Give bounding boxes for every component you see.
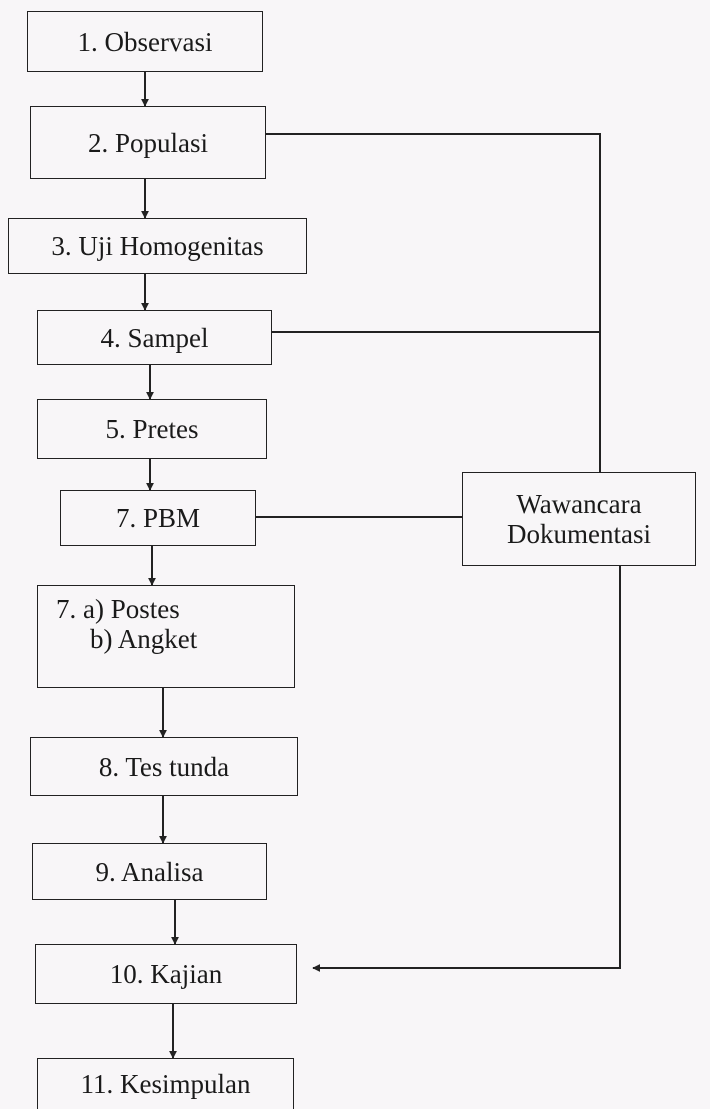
- observasi-label: 1. Observasi: [77, 26, 213, 57]
- box-populasi: 2. Populasi: [30, 106, 266, 179]
- angket-label: b) Angket: [90, 624, 198, 654]
- box-wawancara-dokumentasi: Wawancara Dokumentasi: [462, 472, 696, 566]
- arrow-wawancara-kajian: [312, 566, 621, 972]
- box-pretes: 5. Pretes: [37, 399, 267, 459]
- uji-homogenitas-label: 3. Uji Homogenitas: [51, 231, 264, 261]
- sampel-label: 4. Sampel: [100, 322, 209, 353]
- kesimpulan-label: 11. Kesimpulan: [80, 1069, 251, 1099]
- kajian-label: 10. Kajian: [109, 959, 223, 989]
- analisa-label: 9. Analisa: [95, 856, 204, 887]
- tes-tunda-label: 8. Tes tunda: [98, 751, 230, 782]
- box-tes-tunda: 8. Tes tunda: [30, 737, 298, 796]
- dokumentasi-label: Dokumentasi: [507, 519, 651, 549]
- box-uji-homogenitas: 3. Uji Homogenitas: [8, 218, 307, 274]
- box-sampel: 4. Sampel: [37, 310, 272, 365]
- box-analisa: 9. Analisa: [32, 843, 267, 900]
- pbm-label: 7. PBM: [115, 503, 201, 533]
- box-postes-angket: 7. a) Postes b) Angket: [37, 585, 295, 688]
- populasi-label: 2. Populasi: [87, 127, 208, 158]
- box-kesimpulan: 11. Kesimpulan: [37, 1058, 294, 1109]
- box-kajian: 10. Kajian: [35, 944, 297, 1004]
- postes-label: 7. a) Postes: [56, 594, 180, 624]
- line-populasi-wawancara: [266, 133, 601, 472]
- wawancara-label: Wawancara: [516, 489, 642, 519]
- box-pbm: 7. PBM: [60, 490, 256, 546]
- pretes-label: 5. Pretes: [105, 414, 199, 444]
- box-observasi: 1. Observasi: [27, 11, 263, 72]
